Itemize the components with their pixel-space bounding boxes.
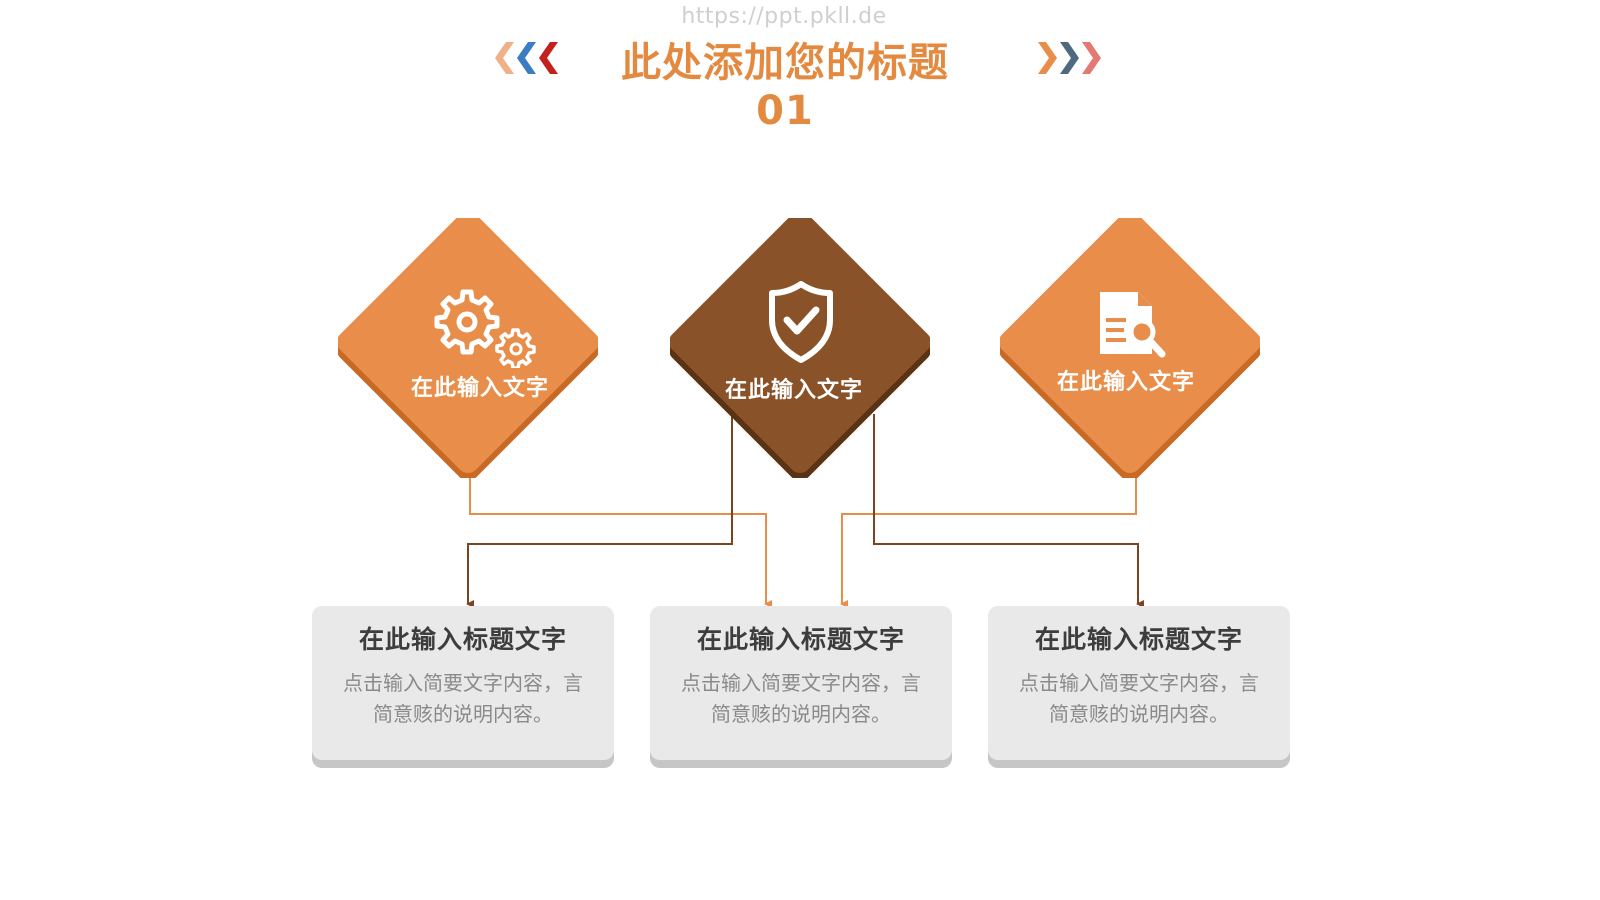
- connector-right-to-center: [840, 466, 1137, 608]
- shield-check-icon: [769, 281, 833, 363]
- card-2: 在此输入标题文字 点击输入简要文字内容，言 简意赅的说明内容。: [650, 606, 952, 760]
- card-2-description: 点击输入简要文字内容，言 简意赅的说明内容。: [664, 668, 938, 730]
- card-1-title: 在此输入标题文字: [358, 625, 567, 654]
- document-search-icon: [1100, 292, 1166, 358]
- connector-left-to-center: [469, 466, 772, 608]
- card-1-description: 点击输入简要文字内容，言 简意赅的说明内容。: [326, 668, 600, 730]
- diamond-1: 在此输入文字: [338, 218, 598, 478]
- diamond-2-label: 在此输入文字: [724, 378, 863, 403]
- card-3-desc-line2: 简意赅的说明内容。: [1049, 702, 1229, 726]
- card-3-title: 在此输入标题文字: [1034, 625, 1243, 654]
- card-1-desc-line2: 简意赅的说明内容。: [373, 702, 553, 726]
- diamond-1-label: 在此输入文字: [410, 376, 549, 401]
- card-2-desc-line2: 简意赅的说明内容。: [711, 702, 891, 726]
- chevrons-right-icon: [1030, 40, 1114, 76]
- card-3-description: 点击输入简要文字内容，言 简意赅的说明内容。: [1002, 668, 1276, 730]
- diamond-3: 在此输入文字: [1000, 218, 1260, 478]
- chevrons-left-icon: [486, 40, 570, 76]
- card-2-title: 在此输入标题文字: [696, 625, 905, 654]
- card-3: 在此输入标题文字 点击输入简要文字内容，言 简意赅的说明内容。: [988, 606, 1290, 760]
- watermark-url: https://ppt.pkll.de: [681, 4, 887, 29]
- gears-icon: [434, 289, 536, 368]
- card-1-desc-line1: 点击输入简要文字内容，言: [343, 671, 583, 695]
- diamond-2: 在此输入文字: [670, 218, 930, 478]
- card-2-desc-line1: 点击输入简要文字内容，言: [681, 671, 921, 695]
- card-3-desc-line1: 点击输入简要文字内容，言: [1019, 671, 1259, 695]
- card-1: 在此输入标题文字 点击输入简要文字内容，言 简意赅的说明内容。: [312, 606, 614, 760]
- diamond-3-label: 在此输入文字: [1056, 370, 1195, 395]
- connector-center-to-left: [466, 414, 733, 608]
- page-title: 此处添加您的标题01: [621, 40, 949, 134]
- connector-center-to-right: [873, 414, 1144, 608]
